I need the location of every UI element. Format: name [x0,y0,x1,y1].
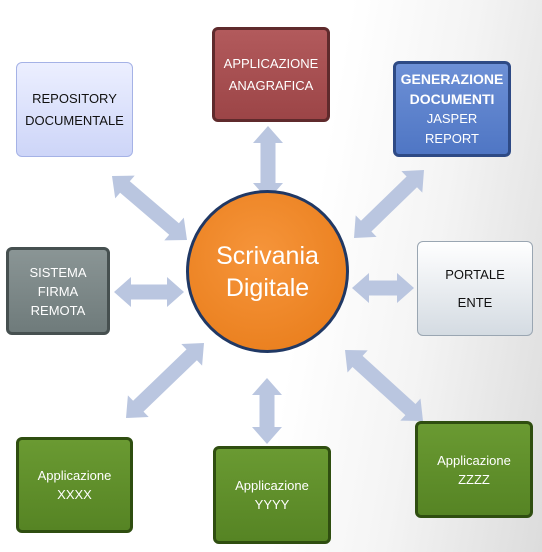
arrow-portale [352,273,414,303]
generazione-label-line4: REPORT [425,131,479,146]
applicazione-yyyy-box[interactable]: Applicazione YYYY [213,446,331,544]
xxxx-label-line2: XXXX [57,487,92,502]
repository-documentale-box[interactable]: REPOSITORY DOCUMENTALE [16,62,133,157]
center-label-line1: Scrivania [216,241,319,270]
xxxx-label-line1: Applicazione [37,468,112,483]
applicazione-xxxx-box[interactable]: Applicazione XXXX [16,437,133,533]
applicazione-anagrafica-box[interactable]: APPLICAZIONE ANAGRAFICA [212,27,330,122]
portale-ente-box[interactable]: PORTALE ENTE [417,241,533,336]
firma-label-line3: REMOTA [30,302,86,318]
generazione-documenti-box[interactable]: GENERAZIONE DOCUMENTI JASPER REPORT [393,61,511,157]
yyyy-label-line2: YYYY [254,497,290,512]
generazione-label-line1: GENERAZIONE [400,71,504,87]
repository-label-line1: REPOSITORY [32,90,117,106]
scrivania-digitale-hub[interactable]: Scrivania Digitale [186,190,349,353]
generazione-label-line3: JASPER [426,111,478,126]
sistema-firma-remota-box[interactable]: SISTEMA FIRMA REMOTA [6,247,110,335]
anagrafica-label-line1: APPLICAZIONE [223,55,319,71]
arrow-repository [112,175,187,241]
center-label-line2: Digitale [225,273,310,302]
arrow-firma [114,277,184,307]
firma-label-line1: SISTEMA [29,264,87,280]
arrow-zzzz [345,350,423,421]
firma-label-line2: FIRMA [37,283,79,299]
zzzz-label-line1: Applicazione [437,452,511,468]
arrow-generazione [354,170,424,238]
zzzz-label-line2: ZZZZ [458,471,490,487]
portale-label-line1: PORTALE [445,266,505,282]
arrow-anagrafica [253,126,283,200]
generazione-label-line2: DOCUMENTI [409,91,495,107]
portale-label-line2: ENTE [457,294,493,310]
arrow-yyyy [252,378,282,444]
applicazione-zzzz-box[interactable]: Applicazione ZZZZ [415,421,533,518]
arrow-xxxx [126,343,204,418]
yyyy-label-line1: Applicazione [235,478,309,493]
repository-label-line2: DOCUMENTALE [25,112,124,128]
anagrafica-label-line2: ANAGRAFICA [228,77,314,93]
